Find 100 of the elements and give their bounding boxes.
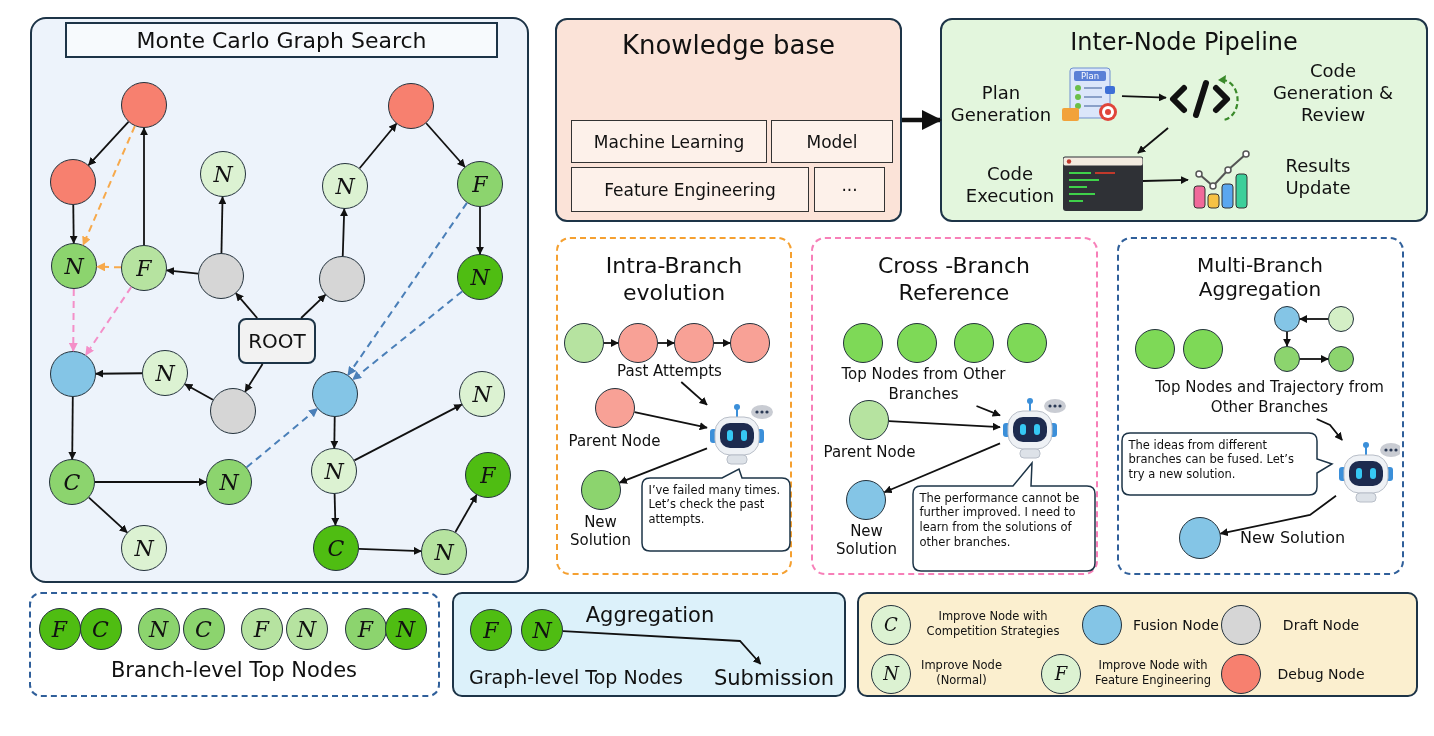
strategy-panel (811, 237, 1098, 575)
panel-title: Intra-Branch evolution (604, 253, 744, 307)
arrow (331, 493, 340, 526)
arrow (888, 420, 1001, 431)
caption-text: Top Nodes and Trajectory from Other Branches (1149, 376, 1390, 419)
node-caption: Parent Node (822, 442, 917, 461)
node-caption: Code Execution (964, 163, 1056, 207)
arrow (88, 496, 128, 534)
node-letter: N (212, 162, 235, 188)
node-letter: F (482, 618, 500, 644)
strategy-panel (556, 237, 792, 575)
arrow (218, 196, 227, 254)
arrow (330, 416, 339, 449)
empty-node-circle (1273, 345, 1300, 372)
node-circle (470, 609, 512, 651)
node-letter: F (356, 616, 375, 643)
arrow (1299, 354, 1329, 364)
node-letter: N (433, 540, 456, 566)
dashed-arrow (68, 288, 78, 352)
node-caption: Results Update (1284, 155, 1352, 199)
empty-node-circle (388, 83, 434, 129)
arrow (657, 338, 675, 348)
dashed-arrow (96, 262, 122, 272)
node-circle (313, 525, 359, 571)
arrow (340, 208, 349, 257)
legend-letter: F (1053, 662, 1069, 686)
arrow (184, 383, 214, 401)
node-letter: F (479, 463, 497, 489)
empty-node-circle (1327, 305, 1354, 332)
arrow (883, 442, 1001, 494)
arrow (235, 292, 259, 319)
node-letter: N (147, 616, 170, 643)
topic-box: Feature Engineering (571, 167, 809, 212)
legend-text: Draft Node (1281, 616, 1361, 635)
empty-node-circle (121, 82, 167, 128)
panel-title: Graph-level Top Nodes (468, 666, 684, 690)
caption-text: Past Attempts (609, 361, 730, 382)
arrow (69, 204, 78, 244)
dashed-arrow (84, 286, 133, 356)
node-circle (206, 459, 252, 505)
caption-text: Submission (706, 664, 842, 694)
legend-text: Improve Node with Competition Strategies (925, 609, 1061, 639)
knowledge-panel (555, 18, 902, 222)
node-circle (457, 161, 503, 207)
terminal-icon (1063, 153, 1143, 211)
pipeline-panel (940, 18, 1428, 222)
arrow (244, 363, 264, 393)
node-circle (182, 607, 225, 650)
dashed-arrow (82, 125, 136, 246)
arrow (454, 494, 478, 533)
speech-bubble: The ideas from different branches can be fused. Let’s try a new solution. (1120, 431, 1333, 496)
node-circle (521, 609, 563, 651)
empty-node-circle (50, 351, 96, 397)
node-letter: C (91, 616, 110, 643)
icon-label: Plan (1079, 71, 1101, 81)
arrow (166, 267, 199, 276)
arrow (95, 369, 143, 378)
node-circle (285, 607, 328, 650)
node-circle (121, 245, 167, 291)
node-letter: F (252, 616, 271, 643)
node-letter: N (133, 536, 156, 562)
node-circle (142, 350, 188, 396)
dashed-arrow (351, 290, 464, 381)
arrow (562, 630, 762, 665)
node-circle (465, 452, 511, 498)
legend-text: Fusion Node (1132, 616, 1220, 635)
legend-letter: C (883, 613, 899, 637)
arrow (1315, 418, 1344, 441)
node-circle (51, 243, 97, 289)
root-box: ROOT (238, 318, 316, 364)
node-letter: C (62, 470, 82, 496)
arrow (1142, 176, 1189, 185)
node-circle (457, 254, 503, 300)
node-caption: Plan Generation (949, 82, 1053, 126)
arrow (1219, 494, 1337, 537)
strategy-panel (1117, 237, 1404, 575)
node-letter: N (471, 382, 494, 408)
arrow (1282, 331, 1292, 347)
arrow (633, 411, 708, 431)
node-circle (421, 529, 467, 575)
graph-search-panel (30, 17, 529, 583)
node-caption: New Solution (1238, 527, 1347, 547)
topic-box: Machine Learning (571, 120, 767, 163)
arrow (618, 447, 708, 484)
caption-text: Top Nodes from Other Branches (823, 363, 1024, 406)
arrow (425, 122, 466, 168)
node-circle (240, 607, 283, 650)
node-circle (322, 163, 368, 209)
node-circle (384, 607, 427, 650)
legend-letter: N (882, 662, 901, 686)
node-caption: Parent Node (567, 431, 662, 450)
node-letter: F (471, 172, 489, 198)
empty-node-circle (50, 159, 96, 205)
empty-node-circle (1327, 345, 1354, 372)
speech-bubble: The performance cannot be further improved. I need to learn from the solutions of other branches. (911, 461, 1096, 572)
title-box: Monte Carlo Graph Search (65, 22, 498, 58)
top-nodes-panel (452, 592, 846, 697)
node-circle (137, 607, 180, 650)
legend-text: Improve Node (Normal) (920, 658, 1003, 688)
node-circle (311, 448, 357, 494)
